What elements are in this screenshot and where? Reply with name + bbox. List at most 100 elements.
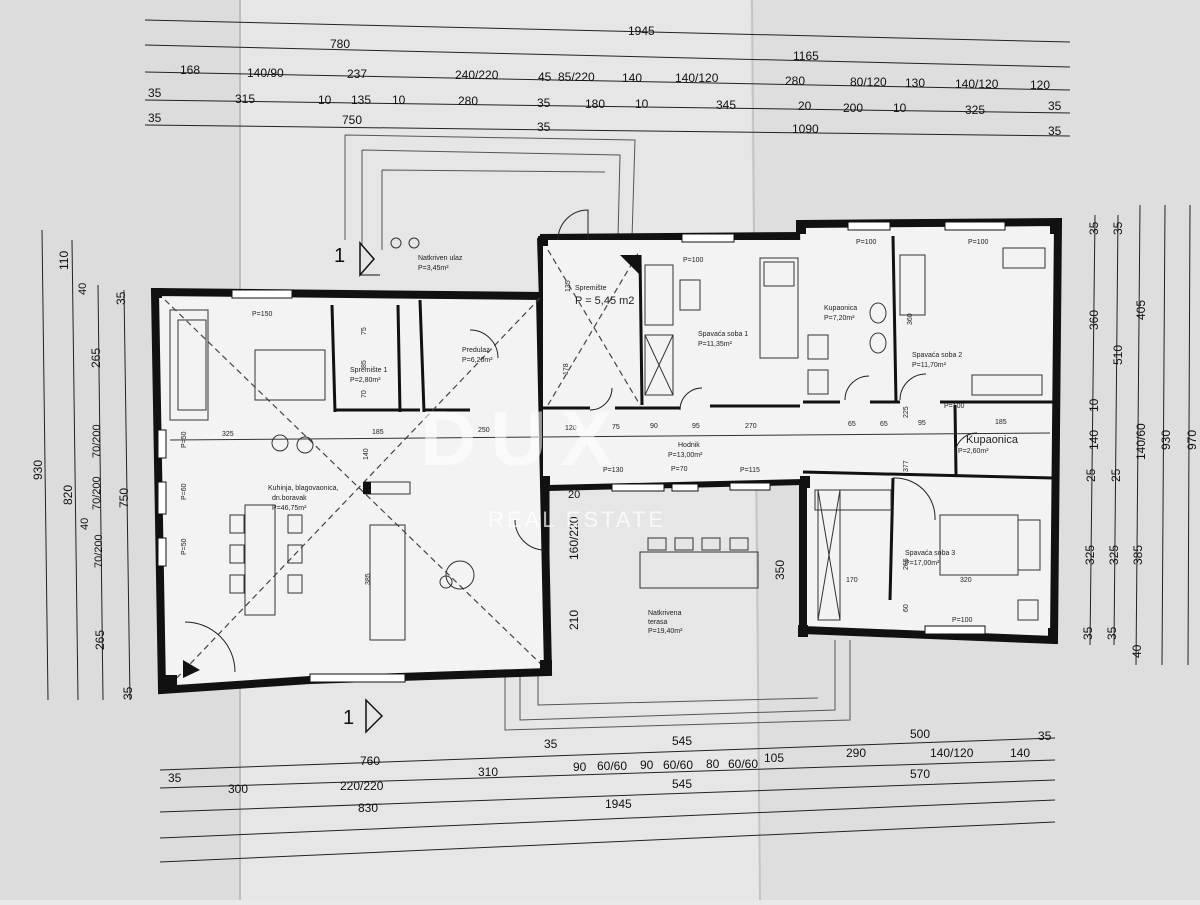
interior-dimensions: 325 185 250 120 75 90 95 270 65 65 95 18… <box>222 313 1007 630</box>
room-hall-name: Predulaz <box>462 347 490 354</box>
dim-text: 40 <box>79 518 91 530</box>
dim-text: 120 <box>565 425 577 432</box>
dim-text: 70/200 <box>91 476 103 510</box>
dim-text: 325 <box>965 103 985 117</box>
watermark: DUX REAL ESTATE <box>420 394 666 532</box>
dim-text: 40 <box>77 283 89 295</box>
dim-text: 60/60 <box>663 758 693 772</box>
void-x-lines <box>164 249 641 686</box>
left-dimension-texts: 930 110 820 40 70/200 40 70/200 70/200 2… <box>31 251 135 700</box>
dim-text: 820 <box>61 485 75 505</box>
dim-text: 35 <box>168 771 182 785</box>
window-label: P=50 <box>181 538 188 555</box>
dim-text: 95 <box>918 420 926 427</box>
dim-text: 35 <box>114 291 128 305</box>
room-bedroom3-name: Spavaća soba 3 <box>905 550 955 557</box>
dim-text: 10 <box>392 93 406 107</box>
watermark-subtitle: REAL ESTATE <box>488 507 666 532</box>
section-mark-bottom: 1 <box>343 707 354 729</box>
window-label: P=60 <box>181 483 188 500</box>
room-bedroom3-area: P=17,00m² <box>905 560 940 567</box>
room-storage-top-name: Spremište <box>575 285 607 292</box>
dim-text: 405 <box>1134 300 1148 320</box>
dim-text: 500 <box>910 727 930 741</box>
window-label: P=130 <box>603 467 624 474</box>
dim-text: 300 <box>228 782 248 796</box>
dim-text: 90 <box>640 758 654 772</box>
dim-text: 35 <box>121 686 135 700</box>
dim-text: 110 <box>57 251 71 270</box>
dim-text: 265 <box>93 630 107 650</box>
dim-text: 240/220 <box>455 68 499 82</box>
dim-text: 325 <box>1107 545 1121 565</box>
right-dimension-texts: 35 360 10 140 25 325 35 35 510 25 325 35… <box>1081 221 1199 658</box>
dim-text: 35 <box>1111 221 1125 235</box>
dim-text: 385 <box>1131 545 1145 565</box>
dim-text: 35 <box>148 86 162 100</box>
dim-text: 70/200 <box>91 424 103 458</box>
dim-text: 75 <box>612 424 620 431</box>
room-hall-area: P=6,20m² <box>462 357 493 364</box>
dim-text: 10 <box>1087 398 1101 412</box>
dim-text: 545 <box>672 734 692 748</box>
window-label: P=50 <box>181 431 188 448</box>
dim-text: 320 <box>960 577 972 584</box>
outdoor-paving <box>344 134 851 731</box>
dim-text: 25 <box>1109 468 1123 482</box>
room-kitchen-area: P=46,75m² <box>272 505 307 512</box>
dim-text: 90 <box>650 423 658 430</box>
dim-text: 178 <box>563 363 570 375</box>
dim-text: 60/60 <box>597 759 627 773</box>
room-bath1-area: P=7,20m² <box>824 315 855 322</box>
dim-text: 35 <box>1038 729 1052 743</box>
dim-text: 185 <box>995 419 1007 426</box>
room-corridor-name: Hodnik <box>678 442 700 449</box>
dim-text: 75 <box>361 327 368 335</box>
top-dimension-lines <box>144 19 1071 137</box>
dim-text: 545 <box>672 777 692 791</box>
dim-text: 45 <box>538 70 552 84</box>
dim-text: 760 <box>360 754 380 768</box>
dim-text: 345 <box>716 98 736 112</box>
dim-text: 35 <box>1087 221 1101 235</box>
dim-text: 360 <box>907 313 914 325</box>
dim-text: 35 <box>537 96 551 110</box>
dim-text: 385 <box>365 573 372 585</box>
dim-text: 250 <box>478 427 490 434</box>
dim-text: 210 <box>567 610 581 630</box>
dim-text: 930 <box>31 460 45 480</box>
dim-text: 10 <box>635 97 649 111</box>
dim-text: 35 <box>148 111 162 125</box>
dim-text: 270 <box>745 423 757 430</box>
room-labels: Natkriven ulaz P=3,45m² Spremište P = 5,… <box>268 255 1019 635</box>
interior-walls <box>330 235 1055 672</box>
dim-text: 60 <box>903 604 910 612</box>
room-bedroom2-area: P=11,70m² <box>912 362 947 369</box>
room-storage-top-dim: 135 <box>565 280 572 292</box>
dim-text: 350 <box>773 560 787 580</box>
dim-text: 377 <box>903 460 910 472</box>
window-label: P=150 <box>252 311 273 318</box>
room-entry-name: Natkriven ulaz <box>418 255 463 262</box>
dim-text: 1090 <box>792 122 819 136</box>
dim-text: 35 <box>1048 124 1062 138</box>
dim-1165: 1165 <box>793 49 819 63</box>
dim-text: 170 <box>846 577 858 584</box>
room-storage1-area: P=2,80m² <box>350 377 381 384</box>
window-frames <box>157 221 1006 683</box>
dim-text: 140/120 <box>955 77 999 91</box>
dim-text: 120 <box>1030 78 1050 92</box>
dim-text: 130 <box>905 76 925 90</box>
dim-text: 220/220 <box>340 779 384 793</box>
dim-text: 140 <box>1087 430 1101 450</box>
dim-text: 265 <box>89 348 103 368</box>
room-bath2-name: Kupaonica <box>966 434 1019 446</box>
room-bedroom2-name: Spavaća soba 2 <box>912 352 962 359</box>
dim-text: 325 <box>222 431 234 438</box>
window-label: P=115 <box>740 467 760 474</box>
room-kitchen-name2: dn.boravak <box>272 495 307 502</box>
room-bedroom1-name: Spavaća soba 1 <box>698 331 748 338</box>
dim-text: 85 <box>361 360 368 368</box>
